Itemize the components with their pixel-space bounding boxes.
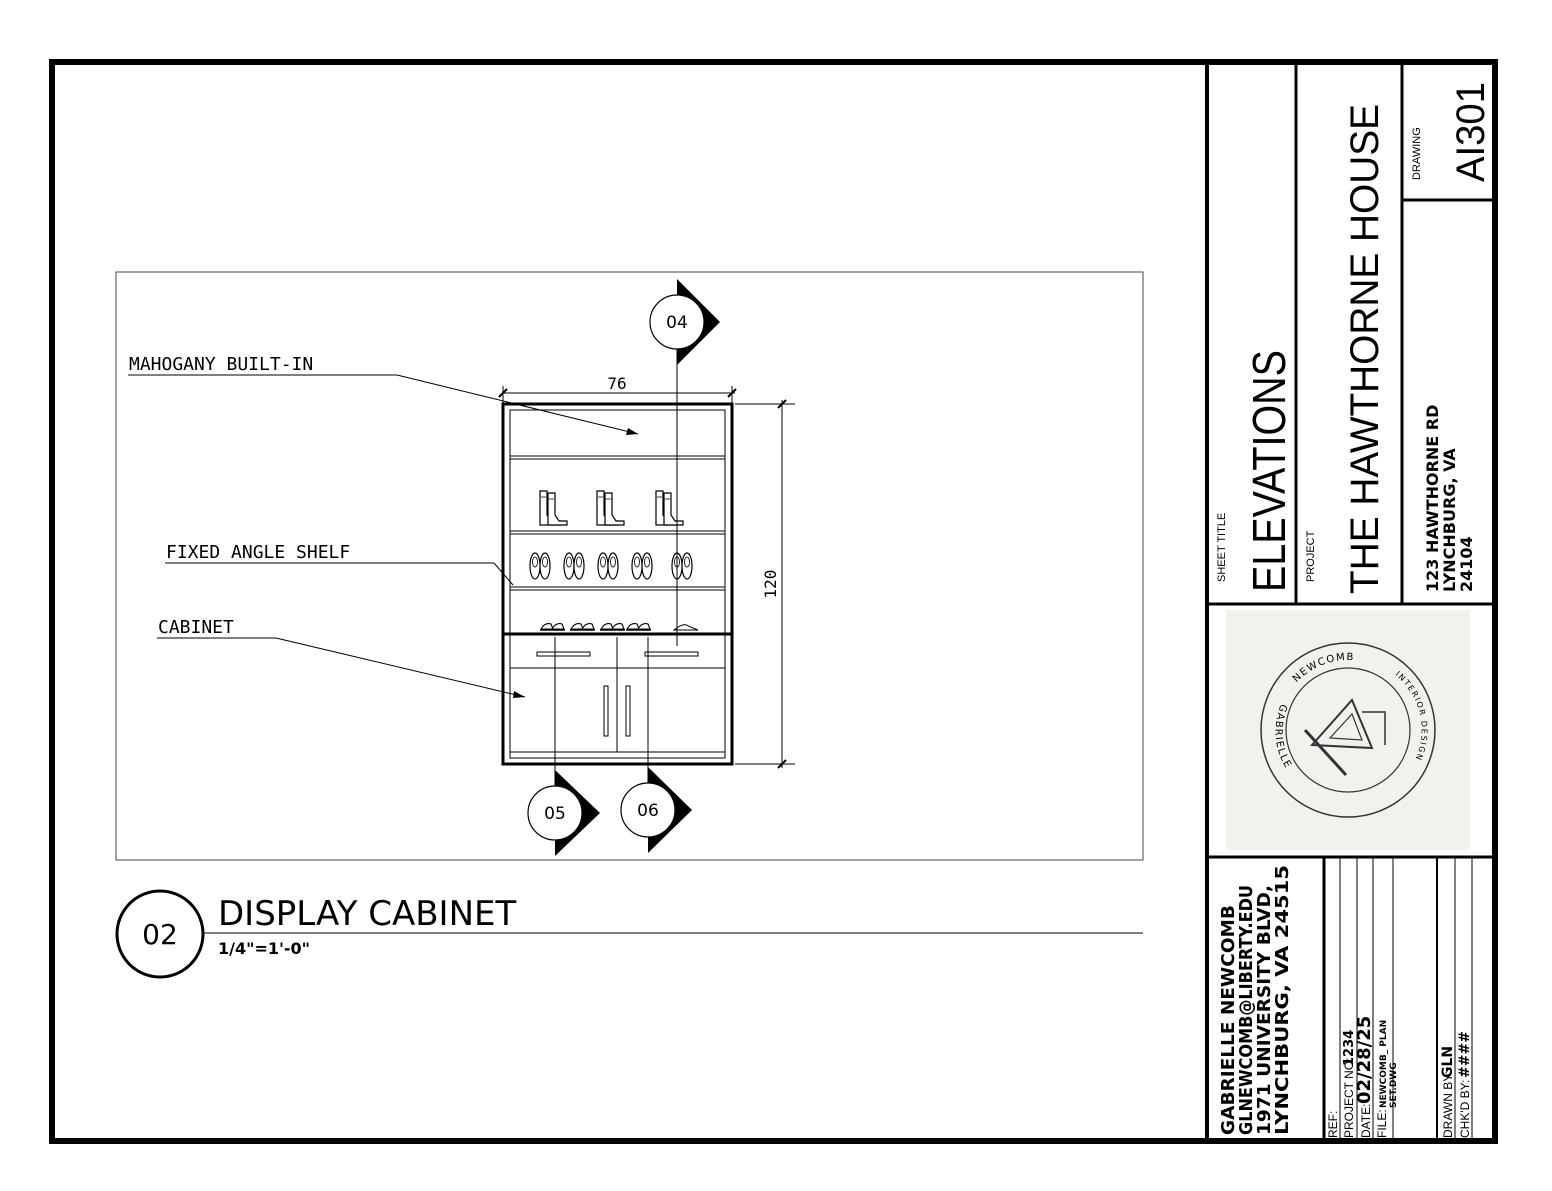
ref-label: REF: (1326, 1111, 1340, 1138)
flat-shoes-icon (599, 622, 626, 631)
dimension-height: 120 (735, 399, 795, 769)
title-block: SHEET TITLE ELEVATIONS PROJECT THE HAWTH… (1207, 62, 1495, 1141)
file-label: FILE: (1375, 1109, 1389, 1138)
sheet-border (49, 59, 1498, 1144)
sheet-title: ELEVATIONS (1243, 350, 1295, 592)
flat-shoes-icon (625, 622, 652, 631)
flat-shoes-icon (539, 622, 566, 631)
callout-mahogany-text: MAHOGANY BUILT-IN (129, 354, 313, 375)
section-marker-06-label: 06 (637, 801, 659, 821)
project-no-label: PROJECT NO: (1342, 1058, 1356, 1138)
date-value: 02/28/25 (1354, 1016, 1375, 1104)
checked-by: #### (1457, 1031, 1473, 1078)
project-name: THE HAWTHORNE HOUSE (1343, 104, 1387, 594)
project-label: PROJECT (1305, 530, 1317, 582)
project-no: 1234 (1342, 1030, 1357, 1066)
checked-by-label: CHK'D BY: (1458, 1080, 1472, 1138)
address-line-3: 24104 (1457, 536, 1476, 592)
boots-icon (596, 490, 625, 526)
height-dimension-label: 120 (761, 570, 780, 599)
section-marker-04: 04 (649, 279, 720, 365)
address-line-1: 123 HAWTHORNE RD (1423, 405, 1442, 592)
address-line-2: LYNCHBURG, VA (1440, 448, 1459, 592)
drawing-label: DRAWING (1411, 127, 1423, 180)
section-marker-06: 06 (620, 767, 692, 853)
section-marker-05: 05 (527, 770, 600, 856)
dimension-width: 76 (498, 374, 737, 404)
detail-number: 02 (142, 918, 178, 951)
boots-icon (539, 490, 568, 526)
shoes-icon (597, 552, 619, 580)
drawing-number: AI301 (1449, 82, 1493, 182)
designer-logo: NEWCOMB GABRIELLE INTERIOR DESIGN (1226, 610, 1470, 850)
section-marker-05-label: 05 (544, 804, 566, 824)
display-cabinet-elevation (501, 402, 734, 766)
boots-icon (655, 490, 684, 526)
shoes-icon (671, 552, 693, 580)
section-marker-04-label: 04 (666, 313, 688, 333)
designer-email: GLNEWCOMB@LIBERTY.EDU (1236, 885, 1257, 1135)
drawn-by-label: DRAWN BY: (1441, 1071, 1455, 1138)
callout-shelf-text: FIXED ANGLE SHELF (166, 542, 350, 563)
callout-mahogany: MAHOGANY BUILT-IN (128, 354, 639, 435)
callout-cabinet: CABINET (157, 617, 526, 698)
designer-city: LYNCHBURG, VA 24515 (1272, 865, 1293, 1135)
sheet-title-label: SHEET TITLE (1216, 513, 1228, 582)
callout-cabinet-text: CABINET (158, 617, 234, 638)
designer-address: 1971 UNIVERSITY BLVD, (1254, 885, 1275, 1135)
date-label: DATE: (1359, 1104, 1373, 1138)
detail-scale: 1/4"=1'-0" (218, 939, 310, 958)
viewport-frame (115, 271, 1144, 861)
shoes-icon (563, 552, 585, 580)
file-line-2: SET.DWG (1389, 1062, 1399, 1108)
designer-name: GABRIELLE NEWCOMB (1218, 905, 1239, 1135)
shoes-icon (529, 552, 551, 580)
detail-title: 02 DISPLAY CABINET 1/4"=1'-0" (115, 889, 1143, 979)
width-dimension-label: 76 (607, 374, 626, 393)
detail-title-text: DISPLAY CABINET (218, 894, 516, 934)
shoes-icon (631, 552, 653, 580)
flat-shoes-icon (569, 622, 596, 631)
callout-shelf: FIXED ANGLE SHELF (165, 542, 514, 586)
file-line-1: NEWCOMB_ PLAN (1379, 1020, 1389, 1108)
drawn-by: GLN (1440, 1046, 1456, 1078)
